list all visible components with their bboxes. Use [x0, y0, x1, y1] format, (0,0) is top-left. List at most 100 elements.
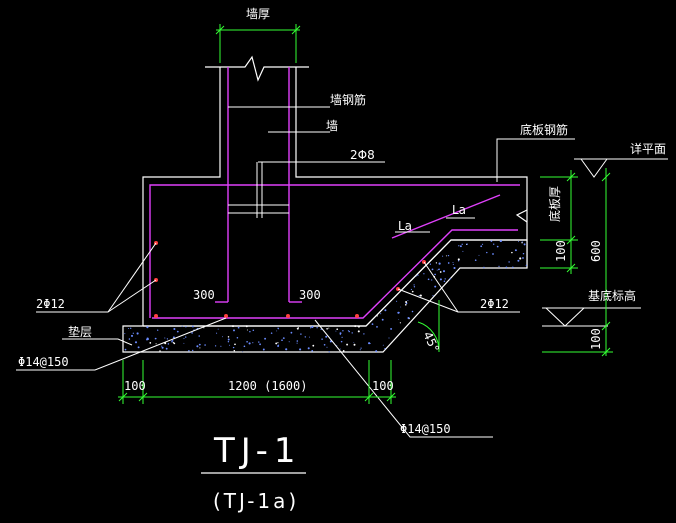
hatch-dot: [249, 330, 251, 333]
hatch-dot: [220, 345, 222, 347]
hatch-dot: [413, 284, 415, 286]
foundation-level-triangle: [545, 307, 585, 327]
hatch-dot: [232, 325, 234, 328]
hatch-dot: [499, 239, 503, 243]
dim-tick: [601, 347, 611, 357]
dim-text-left-100: 100: [124, 379, 146, 393]
leader-phi14-left: [16, 317, 227, 371]
hatch-dot: [511, 251, 513, 254]
hatch-dot: [483, 266, 485, 269]
hatch-dot: [164, 337, 166, 339]
dim-tick: [118, 392, 128, 402]
dim-text-v-100-lower: 100: [589, 328, 603, 350]
hatch-dot: [146, 326, 149, 329]
hatch-dot: [461, 243, 463, 245]
hatch-dot: [376, 315, 378, 317]
label-wall: 墙: [326, 119, 338, 133]
label-wall-rebar: 墙钢筋: [330, 92, 366, 107]
hatch-dot: [517, 259, 520, 262]
hatch-dot: [496, 245, 499, 248]
dim-tick: [566, 235, 576, 245]
hatch-dot: [368, 342, 371, 345]
title-main: TJ-1: [213, 431, 301, 471]
hatch-dot: [399, 322, 401, 324]
hatch-dot: [320, 328, 322, 330]
hatch-dot: [432, 295, 434, 297]
hatch-dot: [354, 325, 357, 328]
hatch-dot: [357, 325, 360, 328]
hatch-dot: [132, 332, 134, 334]
hatch-dot: [297, 327, 299, 329]
la-diagonal-rebar: [391, 194, 501, 239]
hatch-dot: [130, 334, 134, 337]
slab-top-rebar: [149, 184, 520, 318]
hatch-dot: [390, 327, 393, 330]
hatch-dot: [277, 327, 279, 330]
hatch-dot: [382, 344, 384, 346]
hatch-dot: [296, 340, 299, 342]
hatch-dot: [360, 347, 362, 349]
dim-text-right-100: 100: [372, 379, 394, 393]
hatch-dot: [407, 316, 410, 320]
hatch-dot: [278, 344, 280, 346]
hatch-dot: [128, 338, 131, 340]
hatch-dot: [281, 339, 283, 342]
hatch-dot: [325, 335, 328, 338]
hatch-dot: [492, 253, 494, 255]
hatch-dot: [462, 250, 464, 252]
stirrup-group: [228, 162, 289, 218]
hatch-dot: [172, 341, 174, 344]
hatch-dot: [381, 318, 384, 321]
hatch-dot: [161, 345, 163, 347]
label-slab-rebar: 底板钢筋: [520, 122, 568, 137]
hatch-dot: [342, 330, 344, 332]
hatch-dot: [359, 349, 361, 351]
hatch-dot: [353, 343, 356, 346]
hatch-dot: [124, 333, 126, 335]
hatch-dot: [183, 338, 185, 339]
hatch-dot: [413, 286, 416, 288]
hatch-dot: [418, 295, 420, 297]
hatch-dot: [258, 341, 260, 343]
hatch-dot: [404, 303, 407, 306]
hatch-dot: [396, 300, 398, 302]
label-2phi12-right: 2Φ12: [480, 297, 509, 311]
hatch-dot: [134, 341, 138, 344]
label-300-right: 300: [299, 288, 321, 302]
hatch-dot: [431, 268, 434, 271]
hatch-dot: [185, 336, 187, 338]
label-la-left: La: [398, 219, 412, 233]
hatch-dot: [167, 343, 170, 345]
label-finish-level: 详平面: [630, 141, 666, 156]
hatch-dot: [252, 342, 254, 344]
label-stirrup: 2Φ8: [350, 148, 375, 162]
wall-right-edge: [295, 67, 528, 222]
hatch-dot: [183, 342, 185, 344]
rebar-dot: [224, 314, 228, 318]
hatch-dot: [237, 326, 240, 329]
hatch-dot: [311, 325, 314, 329]
hatch-dot: [299, 348, 302, 351]
hatch-dot: [447, 262, 450, 264]
hatch-dot: [522, 257, 524, 259]
hatch-dot: [233, 349, 236, 352]
hatch-dot: [384, 309, 387, 312]
hatch-dot: [363, 333, 365, 335]
hatch-dot: [282, 337, 285, 340]
label-phi14-left: Φ14@150: [18, 355, 69, 369]
hatch-dot: [411, 310, 414, 313]
hatch-dot: [346, 343, 349, 346]
hatch-dot: [242, 351, 244, 353]
dim-tick: [291, 25, 301, 35]
hatch-dot: [427, 278, 430, 281]
hatch-dot: [357, 330, 360, 333]
hatch-dot: [326, 327, 328, 330]
hatch-dot: [447, 254, 450, 257]
hatch-dot: [277, 342, 279, 344]
hatch-dot: [398, 319, 400, 320]
hatch-dot: [262, 348, 265, 351]
label-la-right: La: [452, 203, 466, 217]
hatch-dot: [236, 337, 239, 339]
cushion-top-edge: [143, 239, 527, 327]
hatch-dot: [157, 329, 159, 331]
